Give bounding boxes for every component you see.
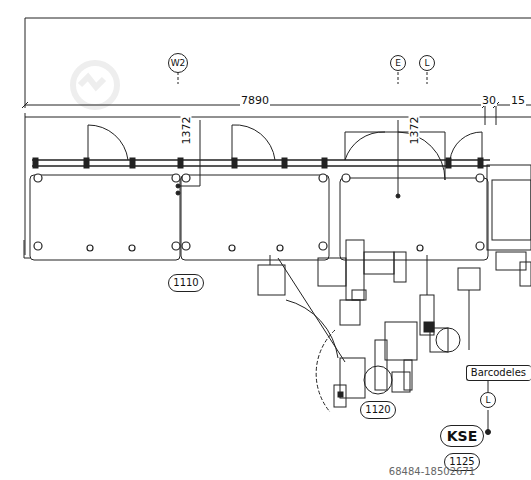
node-text: E [395,59,401,68]
dimension-text: 30 [481,95,497,106]
node-text: W2 [171,59,186,68]
node-text: 1120 [365,405,390,415]
dimension-text: 1372 [409,115,420,145]
node-text: 1110 [173,278,198,288]
node-text: L [485,396,490,405]
dimension-text: 15 [510,95,526,106]
node-text: KSE [447,429,478,443]
callout-bubble: 1120 [360,401,395,419]
label-box: Barcodeles [466,365,531,381]
callout-bubble: 1110 [168,274,203,292]
callout-bubble: W2 [168,53,189,74]
callout-bubble: E [390,55,406,71]
node-text: 1125 [449,457,474,467]
watermark-text: 68484-18502671 [388,467,476,477]
leader-line [488,381,489,392]
node-text: L [424,59,429,68]
device-tag: KSE [440,425,484,447]
callout-bubble: L [480,392,496,408]
callout-bubble: L [419,55,435,71]
dimension-text: 7890 [240,95,270,106]
dimension-text: 1372 [181,115,192,145]
node-text: Barcodeles [471,368,526,378]
